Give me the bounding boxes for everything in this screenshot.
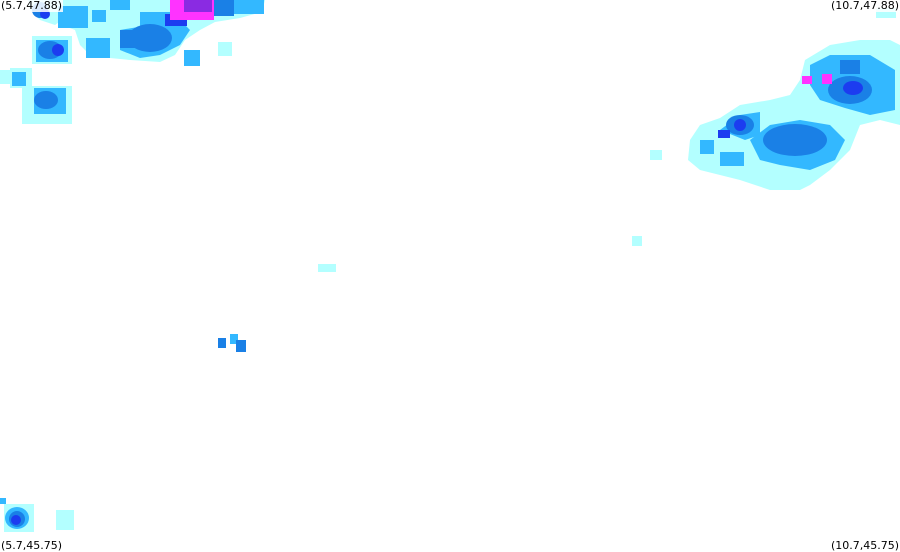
echo-light-center <box>318 264 336 272</box>
echo-strong-topright-c <box>843 81 863 95</box>
echo-strong-topright-b <box>718 130 730 138</box>
echo-moderate-topleft-k <box>230 0 264 14</box>
echo-light-topleft-f <box>218 42 232 56</box>
echo-heavy-topleft-e <box>120 30 140 48</box>
echo-strong-topright-a <box>734 119 746 131</box>
echo-light-topright-a <box>876 8 896 18</box>
echo-moderate-center-a <box>230 334 238 344</box>
corner-label-top-left: (5.7,47.88) <box>0 0 64 12</box>
echo-moderate-topright-d <box>700 140 714 154</box>
echo-heavy-topleft-c <box>34 91 58 109</box>
echo-strong-topleft-a <box>52 44 64 56</box>
echo-heavy-topleft-f <box>214 0 234 16</box>
echo-moderate-topleft-e <box>86 38 110 58</box>
echo-moderate-topright-e <box>720 152 744 166</box>
echo-light-topleft-e <box>0 70 10 84</box>
echo-very-strong-topright-b <box>822 74 832 84</box>
echo-moderate-topleft-j <box>184 50 200 66</box>
echo-moderate-topleft-a <box>58 6 88 28</box>
echo-moderate-topleft-c <box>110 0 130 10</box>
corner-label-bottom-right: (10.7,45.75) <box>829 539 900 552</box>
echo-moderate-topleft-b <box>92 10 106 22</box>
echo-heavy-center-b <box>236 340 246 352</box>
echo-light-topright-b <box>650 150 662 160</box>
echo-strong-bottomleft <box>11 515 21 525</box>
echo-heavy-topright-d <box>840 60 860 74</box>
echo-moderate-bottomleft-a <box>0 498 6 504</box>
echo-moderate-topleft-i <box>12 72 26 86</box>
echo-light-topright-c <box>632 236 642 246</box>
corner-label-bottom-left: (5.7,45.75) <box>0 539 64 552</box>
echo-very-strong-topright-a <box>802 76 812 84</box>
echo-core-topleft <box>184 0 212 12</box>
echo-light-bottomleft-b <box>56 510 74 530</box>
echo-heavy-center-a <box>218 338 226 348</box>
corner-label-top-right: (10.7,47.88) <box>829 0 900 12</box>
precipitation-cells <box>0 0 900 532</box>
echo-heavy-topright-a <box>763 124 827 156</box>
